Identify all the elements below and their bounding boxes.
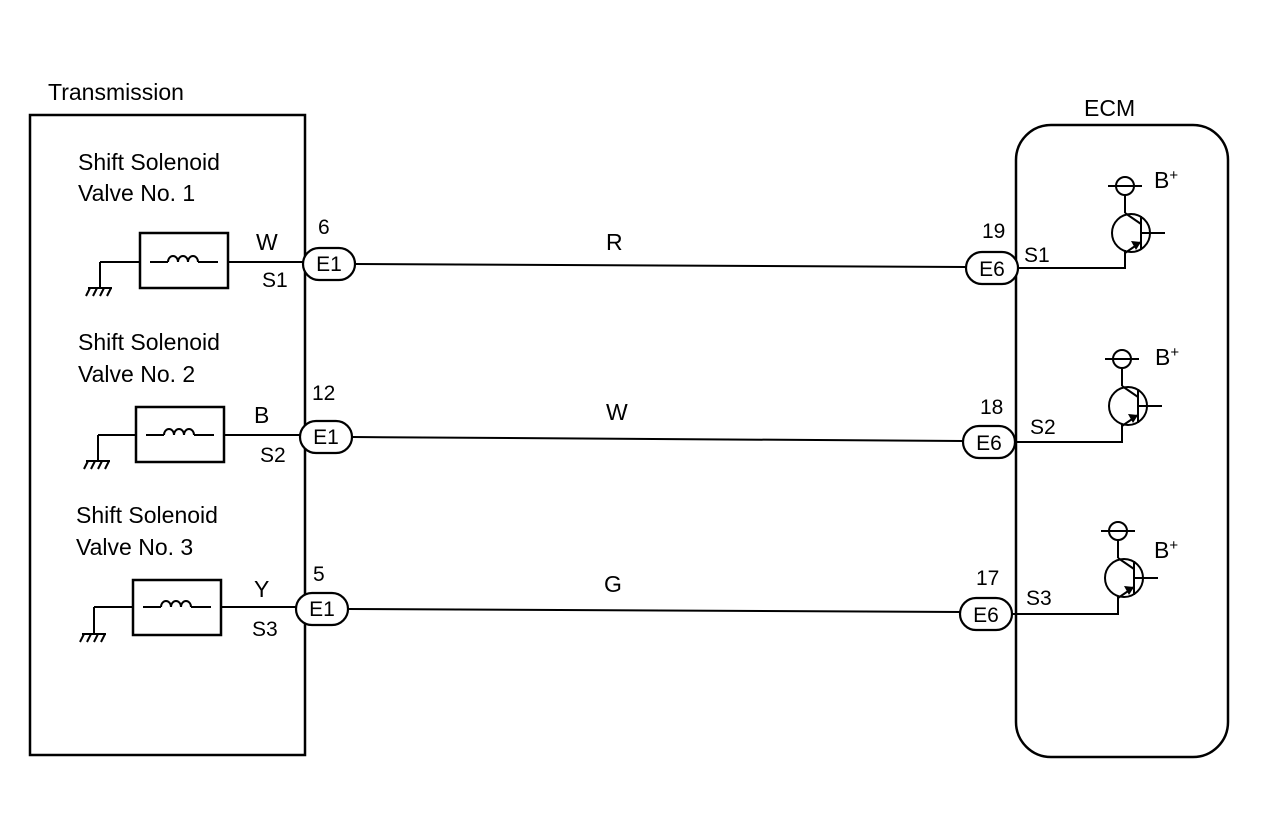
transistor-3-icon xyxy=(1101,521,1158,599)
transistor-2-icon xyxy=(1105,349,1162,427)
solenoid-3-label-line2: Valve No. 3 xyxy=(76,534,193,560)
supply-label-3: B+ xyxy=(1154,537,1178,564)
supply-label-2: B+ xyxy=(1155,344,1179,371)
connector-e1-1-label: E1 xyxy=(316,253,342,276)
harness-wire-1 xyxy=(354,263,967,268)
wire-color-inside-1: W xyxy=(256,229,278,255)
solenoid-1-coil-icon xyxy=(167,255,199,263)
ground-1-icon xyxy=(85,262,112,297)
ground-2-icon xyxy=(83,435,110,470)
connector-e1-2-label: E1 xyxy=(313,426,339,449)
ecm-terminal-1: S1 xyxy=(1024,244,1050,267)
solenoid-3-label-line1: Shift Solenoid xyxy=(76,502,218,528)
solenoid-1-label-line1: Shift Solenoid xyxy=(78,149,220,175)
solenoid-1-label-line2: Valve No. 1 xyxy=(78,180,195,206)
circuit-3: Shift Solenoid Valve No. 3 Y S3 5 E1 G 1… xyxy=(76,502,1178,643)
circuit-1: Shift Solenoid Valve No. 1 W S1 6 E1 R 1… xyxy=(78,149,1178,297)
harness-wire-1-color: R xyxy=(606,229,623,255)
solenoid-1-body xyxy=(138,231,230,290)
ecm-title: ECM xyxy=(1084,95,1135,121)
ground-3-icon xyxy=(79,607,106,643)
transmission-title: Transmission xyxy=(48,79,184,105)
pin-e6-1: 19 xyxy=(982,220,1005,243)
pin-e6-2: 18 xyxy=(980,396,1003,419)
supply-label-1: B+ xyxy=(1154,167,1178,194)
ecm-wire-1 xyxy=(1018,250,1126,269)
harness-wire-2 xyxy=(351,436,964,442)
connector-e6-1-label: E6 xyxy=(979,258,1005,281)
solenoid-2-coil-icon xyxy=(163,428,195,436)
terminal-inside-3: S3 xyxy=(252,618,278,641)
transistor-1-icon xyxy=(1108,176,1165,254)
wire-color-inside-2: B xyxy=(254,402,269,428)
connector-e6-2-label: E6 xyxy=(976,432,1002,455)
ecm-wire-2 xyxy=(1015,424,1123,443)
ecm-wire-3 xyxy=(1012,596,1119,615)
pin-e1-3: 5 xyxy=(313,563,325,586)
connector-e1-3-label: E1 xyxy=(309,598,335,621)
pin-e1-1: 6 xyxy=(318,216,330,239)
harness-wire-3-color: G xyxy=(604,571,622,597)
wire-color-inside-3: Y xyxy=(254,576,269,602)
solenoid-2-label-line2: Valve No. 2 xyxy=(78,361,195,387)
solenoid-3-coil-icon xyxy=(160,600,192,608)
ecm-terminal-3: S3 xyxy=(1026,587,1052,610)
pin-e1-2: 12 xyxy=(312,382,335,405)
connector-e6-3-label: E6 xyxy=(973,604,999,627)
solenoid-2-label-line1: Shift Solenoid xyxy=(78,329,220,355)
circuit-2: Shift Solenoid Valve No. 2 B S2 12 E1 W … xyxy=(78,329,1179,470)
terminal-inside-2: S2 xyxy=(260,444,286,467)
terminal-inside-1: S1 xyxy=(262,269,288,292)
harness-wire-2-color: W xyxy=(606,399,628,425)
harness-wire-3 xyxy=(347,608,963,613)
ecm-terminal-2: S2 xyxy=(1030,416,1056,439)
pin-e6-3: 17 xyxy=(976,567,999,590)
